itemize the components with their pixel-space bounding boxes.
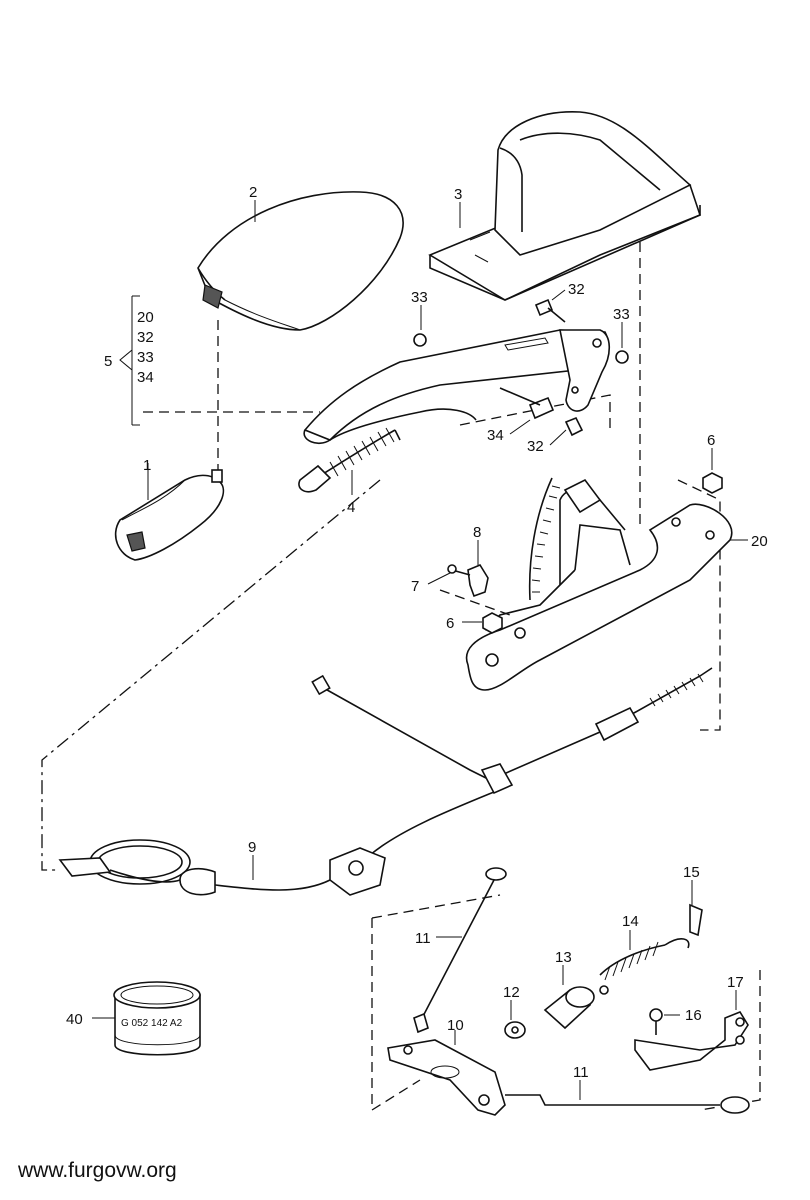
fasteners-upper [413,298,629,437]
callout-5-sub-33: 33 [137,349,154,366]
callout-33-left: 33 [411,289,428,306]
callout-3: 3 [454,186,462,203]
callout-13: 13 [555,949,572,966]
callout-40: 40 [66,1011,83,1028]
callout-11-lower: 11 [573,1064,589,1081]
leader-lines [92,200,748,1100]
callout-12: 12 [503,984,520,1001]
part-9-cable-assembly [58,667,713,896]
callout-32-top: 32 [568,281,585,298]
callout-5-sub-34: 34 [137,369,154,386]
assembly-lines [41,210,761,1111]
part-3-console-trim [428,111,701,301]
part-2-grip-cover [197,191,404,331]
part-1-handle-grip [114,469,225,561]
callout-6-right: 6 [707,432,715,449]
callout-20: 20 [751,533,768,550]
callout-17: 17 [727,974,744,991]
parts-6-7-8-hardware [447,472,723,634]
callout-14: 14 [622,913,639,930]
callout-16: 16 [685,1007,702,1024]
callout-32-bottom: 32 [527,438,544,455]
callout-10: 10 [447,1017,464,1034]
part-20-bracket [465,477,733,691]
callout-5-sub-32: 32 [137,329,154,346]
part-40-sleeve [113,981,201,1056]
part-4-lever-assembly [298,329,611,493]
parts-10-17-lower-group [387,867,750,1116]
callout-5-sub-20: 20 [137,309,154,326]
callout-labels: 2 3 1 4 5 20 32 33 34 33 32 33 34 32 6 2… [66,184,768,1081]
callout-6-left: 6 [446,615,454,632]
callout-34: 34 [487,427,504,444]
callout-9: 9 [248,839,256,856]
watermark: www.furgovw.org [17,1159,177,1182]
callout-2: 2 [249,184,257,201]
callout-15: 15 [683,864,700,881]
callout-4: 4 [347,499,355,516]
part-40-stamp-text: G 052 142 A2 [121,1018,183,1029]
callout-8: 8 [473,524,481,541]
callout-5: 5 [104,353,112,370]
callout-7: 7 [411,578,419,595]
callout-33-right: 33 [613,306,630,323]
callout-1: 1 [143,457,151,474]
callout-11-upper: 11 [415,930,431,947]
